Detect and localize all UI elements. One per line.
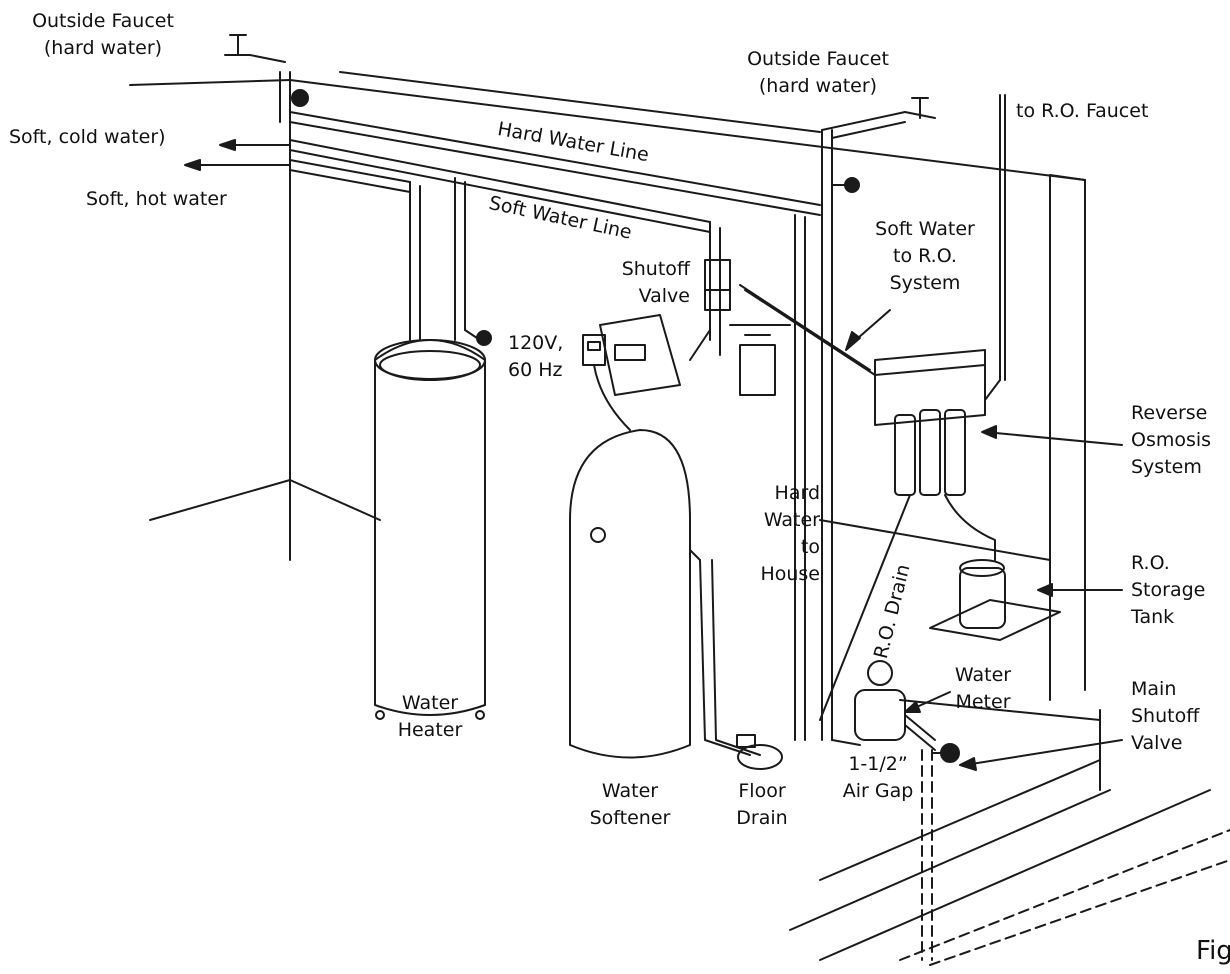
power-outlet <box>582 334 631 431</box>
label-line: Water <box>601 780 659 802</box>
shutoff-valve-label: Shutoff Valve <box>600 256 690 310</box>
label-line: (hard water) <box>43 37 163 59</box>
room-walls <box>129 71 1230 966</box>
air-gap-label: 1-1/2” Air Gap <box>828 751 928 805</box>
water-softener-drawing <box>569 314 761 759</box>
label-line: 60 Hz <box>508 359 563 381</box>
label-line: Shutoff <box>621 258 690 280</box>
label-line: Soft Water <box>875 218 975 240</box>
water-meter-label: Water Meter <box>948 662 1018 716</box>
label-line: Reverse <box>1131 402 1208 424</box>
figure-fragment: Fig <box>1196 936 1230 966</box>
water-meter-drawing <box>831 660 936 751</box>
label-line: House <box>760 563 820 585</box>
label-line: 120V, <box>508 332 564 354</box>
label-line: Storage <box>1131 579 1206 601</box>
water-softener-label: Water Softener <box>565 778 695 832</box>
label-line: Shutoff <box>1131 705 1200 727</box>
outside-faucet-right-label: Outside Faucet (hard water) <box>728 46 908 100</box>
label-line: System <box>889 272 961 294</box>
label-line: Hard <box>774 482 820 504</box>
reverse-osmosis-label: Reverse Osmosis System <box>1131 400 1211 481</box>
label-line: Tank <box>1131 606 1175 628</box>
label-line: Softener <box>589 807 671 829</box>
label-line: Water <box>954 664 1012 686</box>
soft-outlet-arrows <box>184 139 291 171</box>
hard-water-to-house-label: Hard Water to House <box>740 480 820 588</box>
label-line: Main <box>1131 678 1177 700</box>
floor-drain-drawing <box>736 734 783 770</box>
label-line: Water <box>763 509 820 531</box>
to-ro-faucet-label: to R.O. Faucet <box>1016 100 1149 122</box>
outside-faucet-left-label: Outside Faucet (hard water) <box>0 8 206 62</box>
hard-water-line-pipe <box>249 54 906 741</box>
label-line: System <box>1131 456 1202 478</box>
label-arrows <box>845 309 1123 771</box>
ro-storage-tank-drawing <box>929 559 1061 641</box>
reverse-osmosis-drawing <box>819 94 1006 721</box>
outside-faucet-right <box>831 97 936 193</box>
soft-cold-water-label: Soft, cold water) <box>9 126 166 148</box>
label-line: 1-1/2” <box>848 753 908 775</box>
soft-hot-water-label: Soft, hot water <box>86 188 227 210</box>
label-line: Floor <box>738 780 786 802</box>
ro-storage-tank-label: R.O. Storage Tank <box>1131 550 1205 631</box>
label-line: to R.O. <box>893 245 957 267</box>
label-line: Drain <box>736 807 788 829</box>
label-line: Air Gap <box>842 780 914 802</box>
main-shutoff-label: Main Shutoff Valve <box>1131 676 1199 757</box>
label-line: Meter <box>955 691 1011 713</box>
label-line: Water <box>401 692 459 714</box>
main-shutoff-drawing <box>921 743 960 961</box>
label-line: Outside Faucet <box>747 48 889 70</box>
label-line: Heater <box>397 719 463 741</box>
label-line: to <box>800 536 820 558</box>
power-label: 120V, 60 Hz <box>508 330 563 384</box>
outside-faucet-left <box>224 34 309 107</box>
label-line: R.O. <box>1131 552 1170 574</box>
label-line: (hard water) <box>758 75 878 97</box>
soft-water-line-pipe <box>289 139 806 741</box>
label-line: Valve <box>638 285 690 307</box>
water-heater-drawing <box>374 329 492 720</box>
label-line: Outside Faucet <box>32 10 174 32</box>
soft-water-to-ro-label: Soft Water to R.O. System <box>855 216 995 297</box>
label-line: Osmosis <box>1131 429 1212 451</box>
label-line: Valve <box>1131 732 1183 754</box>
water-heater-label: Water Heater <box>375 690 485 744</box>
bypass-valves <box>704 259 876 396</box>
floor-drain-label: Floor Drain <box>712 778 812 832</box>
